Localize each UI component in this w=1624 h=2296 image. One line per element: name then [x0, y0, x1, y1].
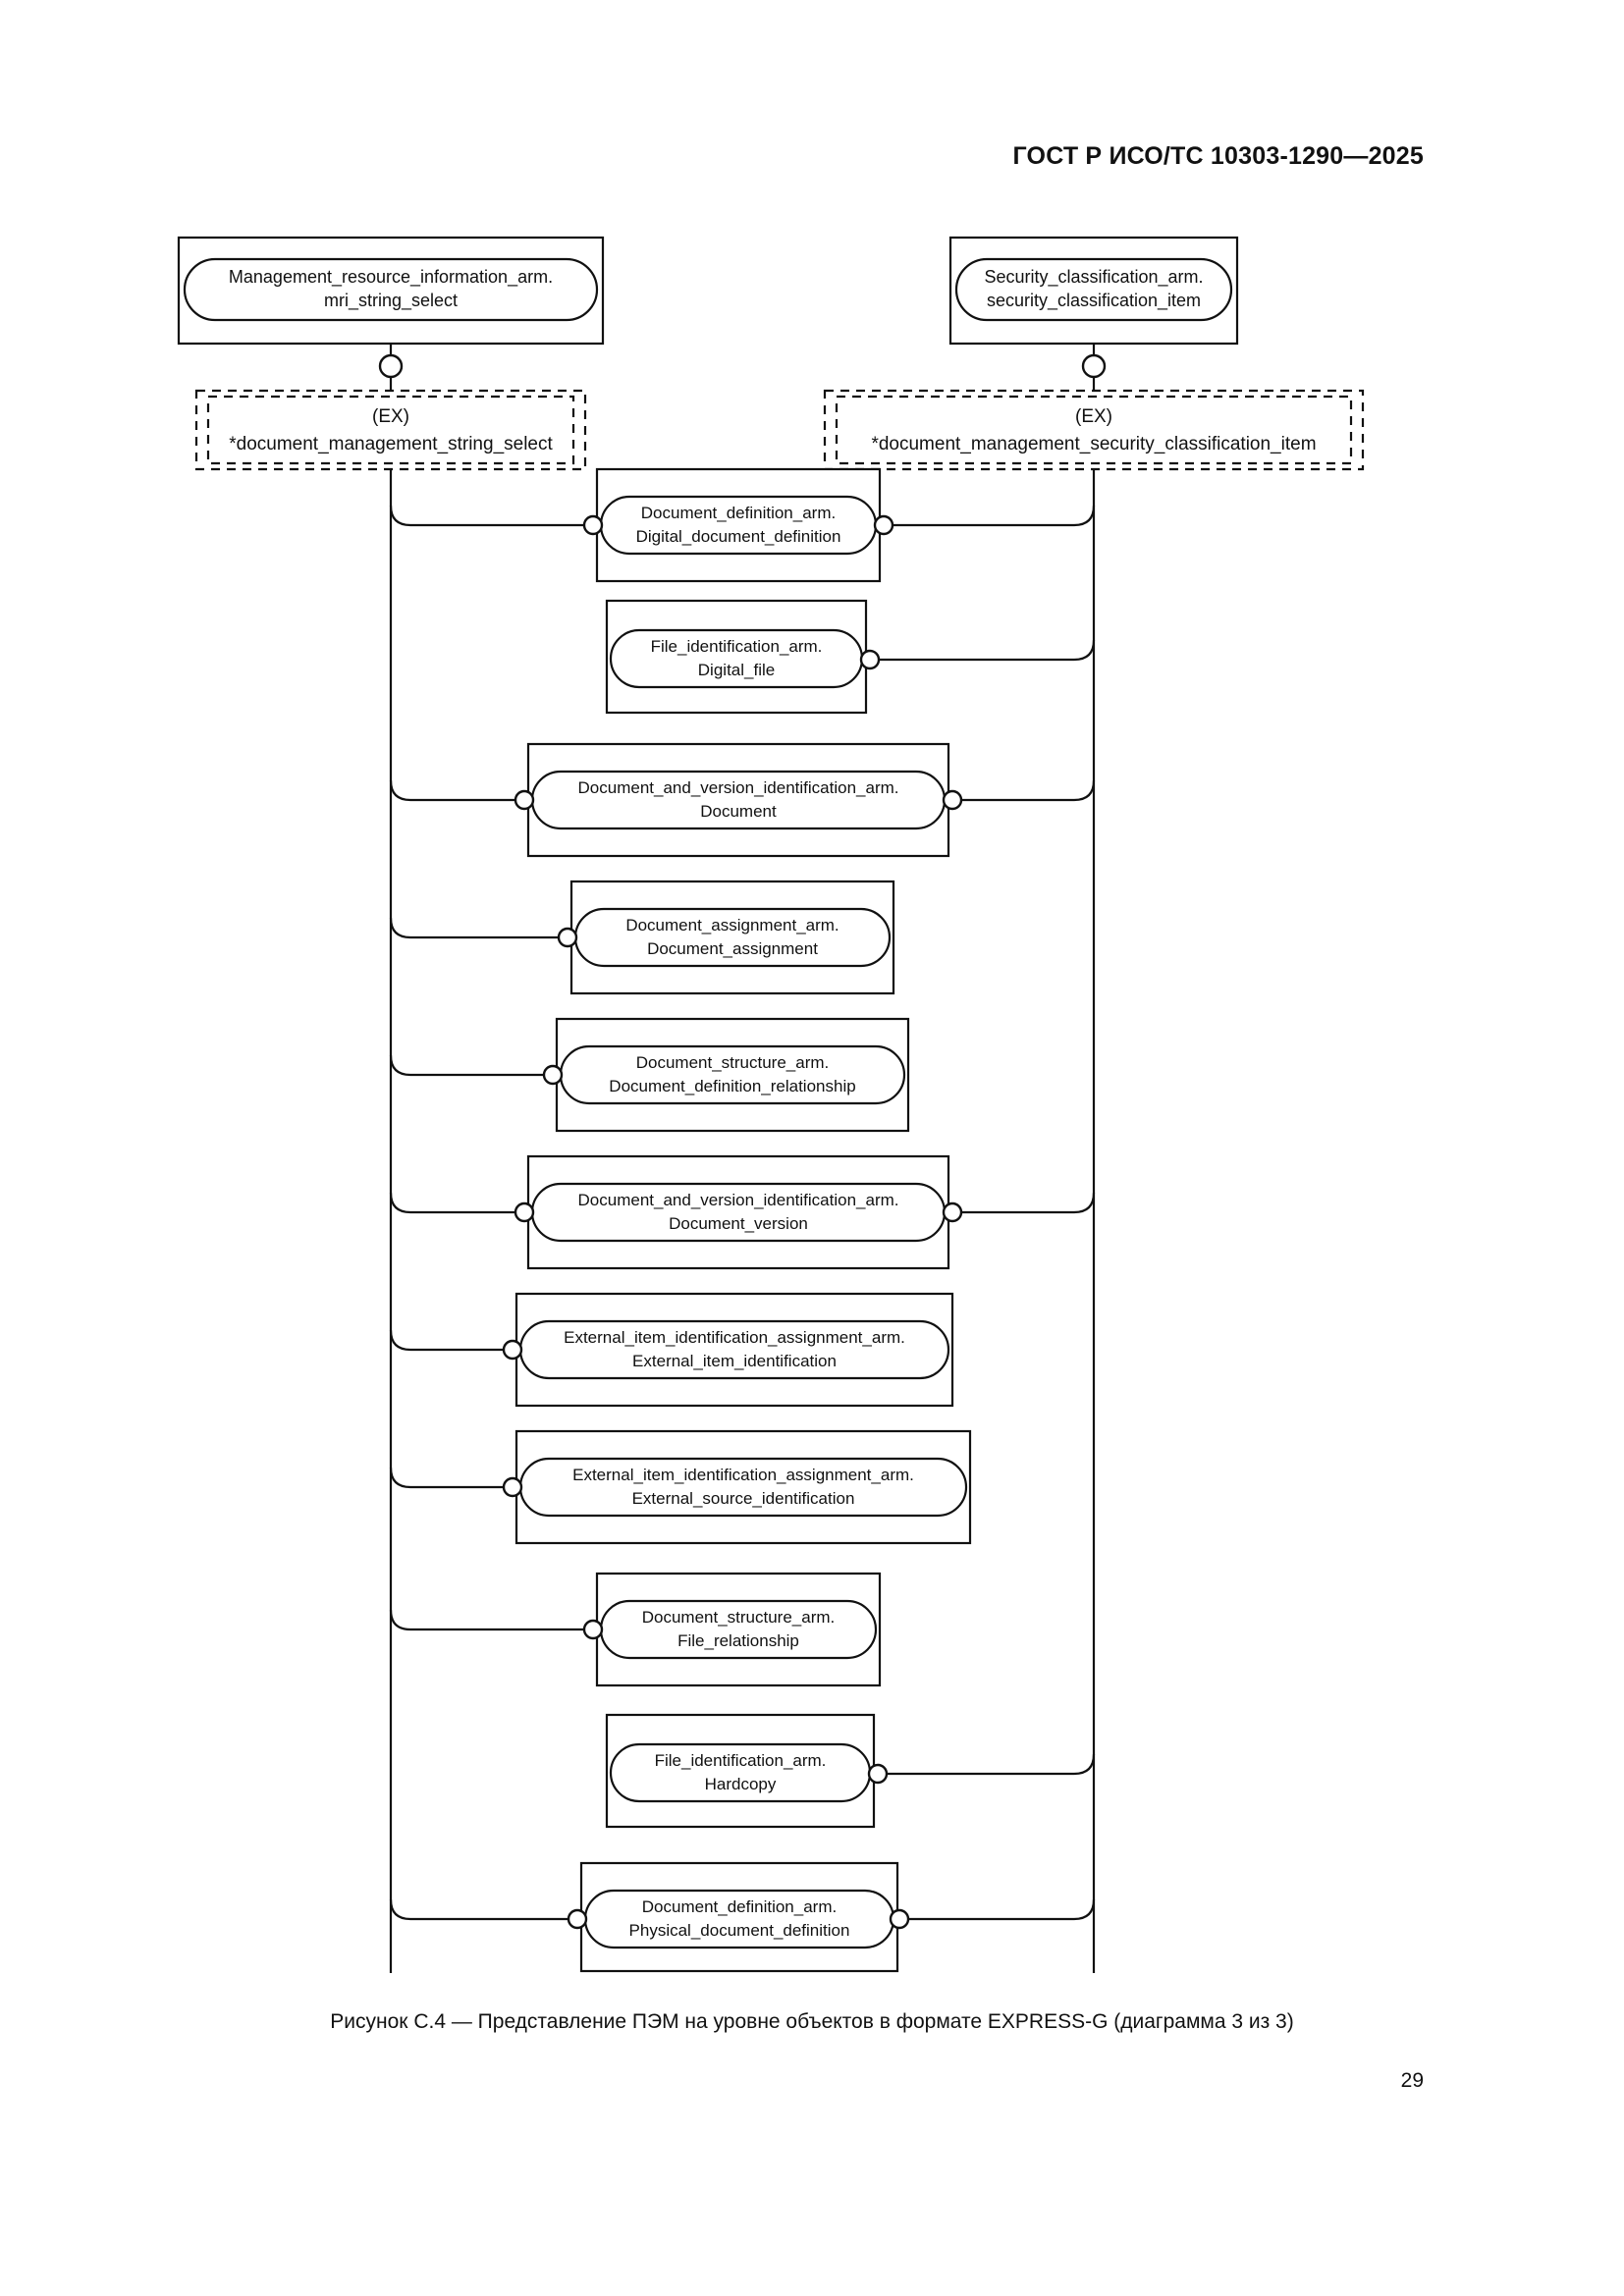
branch-lines-right: [872, 505, 1096, 1921]
entity-document-definition-relationship: Document_structure_arm. Document_definit…: [542, 1017, 910, 1133]
right-connector-circle: [942, 789, 963, 811]
entity-line2: Document_assignment: [647, 939, 818, 958]
entity-line1: External_item_identification_assignment_…: [564, 1328, 905, 1347]
source-node-mri-string-select: Management_resource_information_arm. mri…: [177, 236, 605, 346]
entity-line1: File_identification_arm.: [651, 637, 823, 656]
branch-lines-left: [389, 505, 587, 1921]
entity-line2: Digital_file: [698, 661, 775, 679]
entity-line1: Document_assignment_arm.: [625, 916, 839, 934]
entity-line2: External_source_identification: [632, 1489, 855, 1508]
right-connector-circle: [889, 1908, 910, 1930]
left-connector-circle: [502, 1339, 523, 1361]
left-connector-circle: [502, 1476, 523, 1498]
entity-physical-document-definition: Document_definition_arm. Physical_docume…: [567, 1861, 910, 1973]
right-connector-circle: [867, 1763, 889, 1785]
left-connector-circle: [582, 514, 604, 536]
entity-digital-file: File_identification_arm. Digital_file: [605, 599, 881, 715]
entity-line2: Document_definition_relationship: [609, 1077, 855, 1095]
left-connector-circle: [557, 927, 578, 948]
entity-line1: Document_definition_arm.: [642, 1897, 837, 1916]
select-node-ex-string-select: (EX) *document_management_string_select: [194, 389, 587, 471]
entity-line2: Hardcopy: [705, 1775, 777, 1793]
right-connector-circle: [859, 649, 881, 670]
entity-digital-document-definition: Document_definition_arm. Digital_documen…: [582, 467, 894, 583]
source-node-security-classification-item: Security_classification_arm. security_cl…: [948, 236, 1239, 346]
entity-external-source-identification: External_item_identification_assignment_…: [502, 1429, 972, 1545]
source-node-line2: mri_string_select: [324, 291, 458, 311]
select-node-ex-security-classification-item: (EX) *document_management_security_class…: [823, 389, 1365, 471]
select-node-line1: (EX): [372, 406, 409, 427]
figure-caption: Рисунок C.4 — Представление ПЭМ на уровн…: [330, 2010, 1294, 2033]
entity-line1: Document_structure_arm.: [636, 1053, 830, 1072]
page-header-standard: ГОСТ Р ИСО/ТС 10303-1290—2025: [1012, 142, 1424, 170]
entity-line1: Document_definition_arm.: [641, 504, 836, 522]
entity-line2: Digital_document_definition: [636, 527, 841, 546]
page-number: 29: [1400, 2069, 1424, 2092]
right-connector-circle: [942, 1201, 963, 1223]
entity-document: Document_and_version_identification_arm.…: [514, 742, 963, 858]
entity-file-relationship: Document_structure_arm. File_relationshi…: [582, 1572, 882, 1687]
select-node-line2: *document_management_security_classifica…: [871, 434, 1316, 454]
left-connector-circle: [582, 1619, 604, 1640]
select-node-line2: *document_management_string_select: [229, 434, 553, 454]
entity-line1: Document_structure_arm.: [642, 1608, 836, 1627]
source-node-line1: Management_resource_information_arm.: [229, 267, 553, 288]
entity-document-version: Document_and_version_identification_arm.…: [514, 1154, 963, 1270]
entity-line1: Document_and_version_identification_arm.: [578, 1191, 899, 1209]
entity-line2: Physical_document_definition: [629, 1921, 850, 1940]
source-node-line1: Security_classification_arm.: [984, 267, 1203, 288]
entity-hardcopy: File_identification_arm. Hardcopy: [605, 1713, 889, 1829]
entity-line2: Document_version: [669, 1214, 808, 1233]
left-connector-circle: [514, 1201, 535, 1223]
select-node-line1: (EX): [1075, 406, 1112, 427]
connector-mri-to-ex: [378, 344, 404, 391]
entity-line2: Document: [700, 802, 777, 821]
connector-security-to-ex: [1081, 344, 1107, 391]
left-connector-circle: [514, 789, 535, 811]
entity-document-assignment: Document_assignment_arm. Document_assign…: [557, 880, 895, 995]
entity-line2: External_item_identification: [632, 1352, 837, 1370]
source-node-line2: security_classification_item: [987, 291, 1201, 311]
entity-line1: File_identification_arm.: [655, 1751, 827, 1770]
express-g-diagram: Management_resource_information_arm. mri…: [0, 206, 1624, 1973]
entity-external-item-identification: External_item_identification_assignment_…: [502, 1292, 954, 1408]
entity-line1: Document_and_version_identification_arm.: [578, 778, 899, 797]
left-connector-circle: [567, 1908, 588, 1930]
entity-line2: File_relationship: [677, 1631, 799, 1650]
left-connector-circle: [542, 1064, 564, 1086]
entity-line1: External_item_identification_assignment_…: [572, 1466, 914, 1484]
right-connector-circle: [873, 514, 894, 536]
